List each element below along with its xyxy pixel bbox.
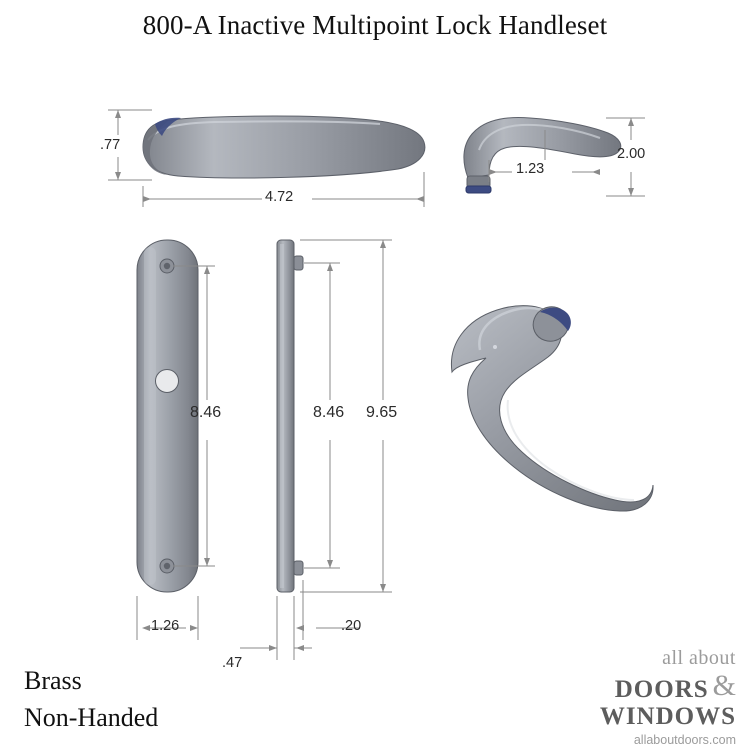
dim-plate-thickness: .47: [222, 655, 243, 671]
arrow-126-right: [190, 624, 198, 631]
logo-all-about: all about: [662, 647, 736, 669]
lever-side-view: [463, 117, 622, 194]
arrow-846b-top: [326, 263, 333, 271]
dimension-lines: [108, 109, 645, 660]
page-title: 800-A Inactive Multipoint Lock Handleset: [142, 10, 608, 40]
arrow-123-left: [489, 168, 497, 175]
arrow-20-left: [296, 624, 304, 631]
arrow-472-right: [416, 195, 424, 202]
arrow-965-bottom: [379, 584, 386, 592]
arrow-126-left: [142, 624, 150, 631]
logo-url: allaboutdoors.com: [633, 733, 736, 747]
backplate-front-view: [136, 239, 199, 593]
arrow-200-bottom: [627, 188, 634, 196]
finish-label: Brass: [24, 666, 82, 695]
arrow-77-top: [114, 110, 121, 118]
backplate-edge-view: [276, 239, 304, 593]
handing-label: Non-Handed: [24, 703, 159, 732]
lever-isometric-view: [450, 305, 654, 512]
dim-plate-width: 1.26: [151, 618, 180, 634]
dim-side-thickness: .20: [341, 618, 362, 634]
logo-windows: WINDOWS: [599, 703, 736, 730]
dim-lever-height: .77: [100, 137, 121, 153]
arrow-846b-bottom: [326, 560, 333, 568]
arrow-472-left: [143, 195, 151, 202]
arrow-846a-top: [203, 266, 210, 274]
dim-lever-return: 2.00: [617, 146, 646, 162]
arrow-77-bottom: [114, 172, 121, 180]
company-logo: all about DOORS & WINDOWS allaboutdoors.…: [521, 647, 736, 748]
arrow-200-top: [627, 118, 634, 126]
arrow-965-top: [379, 240, 386, 248]
arrow-846a-bottom: [203, 558, 210, 566]
arrow-47-right: [296, 644, 304, 651]
dim-lever-length: 4.72: [265, 189, 294, 205]
dim-lever-projection: 1.23: [516, 161, 545, 177]
logo-doors: DOORS: [614, 676, 709, 703]
dim-side-hole-spacing: 8.46: [313, 404, 345, 421]
dim-plate-length: 9.65: [366, 404, 398, 421]
logo-ampersand: &: [712, 669, 736, 702]
arrow-123-right: [592, 168, 600, 175]
arrow-47-left: [269, 644, 277, 651]
lever-top-view: [142, 115, 426, 179]
dim-plate-hole-spacing: 8.46: [190, 404, 222, 421]
